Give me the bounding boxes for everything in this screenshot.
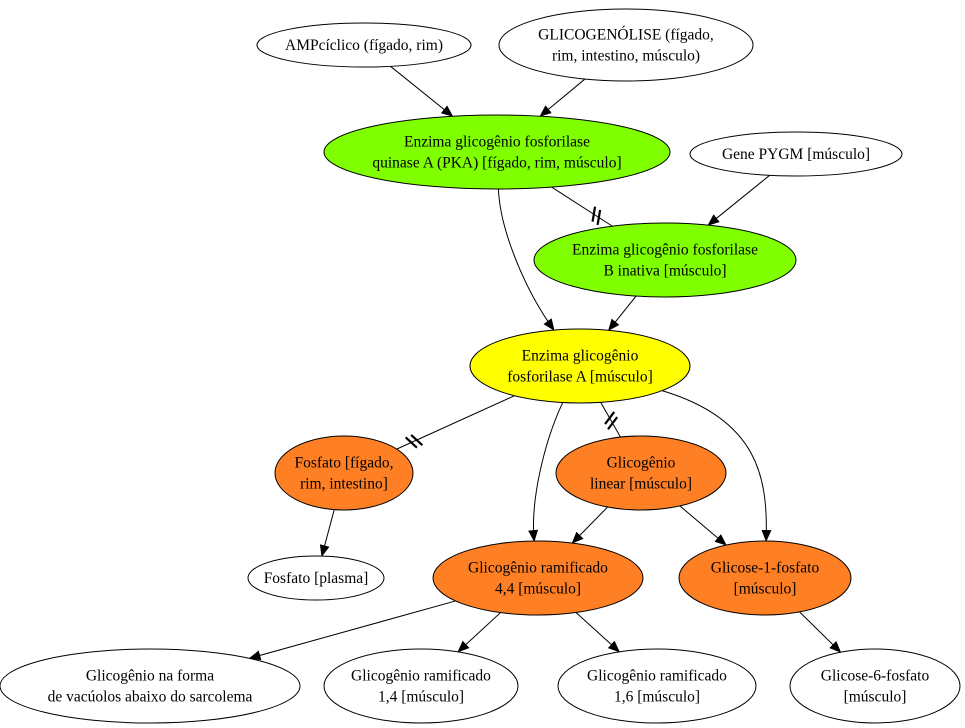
node-fosforilase-a: Enzima glicogênio fosforilase A [músculo] [469,328,691,404]
edge-pka-to-fosforilase_a [497,188,555,331]
node-shape [555,435,727,511]
edge-glicogenio_ram44-to-vacuolos [248,600,456,661]
node-fosfato-plasma: Fosfato [plasma] [247,555,385,601]
node-glicogenio-ram14: Glicogênio ramificado 1,4 [músculo] [323,648,519,724]
node-fosfato-figado: Fosfato [fígado, rim, intestino] [274,435,414,511]
node-glicose1f: Glicose-1-fosfato [músculo] [678,540,852,616]
edge-ampciclico-to-pka [390,65,454,117]
node-label: Glicose-6-fosfato [821,668,930,685]
edge-pygm-to-fosforilase_b [707,174,770,226]
node-label: rim, intestino, músculo) [552,48,700,65]
node-label: Enzima glicogênio [522,348,639,365]
edge-fosfato_figado-to-fosfato_plasma [319,509,335,558]
edge-glicose1f-to-glicose6f [799,611,842,653]
node-shape [274,435,414,511]
node-label: Enzima glicogênio fosforilase [572,242,758,259]
edge-glicogenio_linear-to-glicogenio_ram44 [571,506,608,544]
node-vacuolos: Glicogênio na forma de vacúolos abaixo do… [0,648,301,724]
edge-glicogenio_linear-to-glicose1f [679,505,727,546]
node-shape [557,648,757,724]
node-label: quinase A (PKA) [fígado, rim, músculo] [372,155,621,172]
edge-fosforilase_a-to-glicogenio_ram44 [528,402,564,543]
inhibition-bar [596,209,602,226]
node-glicose6f: Glicose-6-fosfato [músculo] [789,648,961,724]
inhibition-bar [410,434,424,446]
node-label: B inativa [músculo] [603,263,726,280]
inhibition-bar [604,411,616,425]
node-shape [323,648,519,724]
inhibition-bar [591,206,597,222]
node-glicogenio-linear: Glicogênio linear [músculo] [555,435,727,511]
node-label: AMPcíclico (fígado, rim) [285,37,443,54]
node-label: [músculo] [844,689,907,706]
node-ampciclico: AMPcíclico (fígado, rim) [256,22,472,68]
node-label: 4,4 [músculo] [495,581,581,598]
edge-fosforilase_a-to-glicose1f [661,390,772,543]
node-label: de vacúolos abaixo do sarcolema [48,689,253,706]
inhibition-bar [404,436,418,449]
node-label: Glicogênio ramificado [587,668,727,685]
node-label: linear [músculo] [590,476,692,493]
node-shape [469,328,691,404]
edge-fosforilase_b-to-fosforilase_a [608,295,637,332]
node-label: Glicogênio ramificado [351,668,491,685]
node-pka: Enzima glicogênio fosforilase quinase A (… [323,114,671,190]
edge-fosforilase_a-to-glicogenio_linear [600,402,621,438]
node-label: 1,4 [músculo] [378,689,464,706]
edge-glicogenio_ram44-to-glicogenio_ram16 [575,612,621,653]
node-label: 1,6 [músculo] [614,689,700,706]
node-label: [músculo] [734,581,797,598]
edge-pka-to-fosforilase_b [551,186,613,227]
node-fosforilase-b: Enzima glicogênio fosforilase B inativa [… [533,222,797,298]
edge-glicogenio_ram44-to-glicogenio_ram14 [457,612,501,653]
node-shape [533,222,797,298]
node-label: Enzima glicogênio fosforilase [404,134,590,151]
node-glicogenio-ram44: Glicogênio ramificado 4,4 [músculo] [432,540,644,616]
node-label: Gene PYGM [músculo] [722,146,870,163]
node-label: Glicogênio [607,455,676,472]
node-shape [498,8,754,82]
node-glicogenio-ram16: Glicogênio ramificado 1,6 [músculo] [557,648,757,724]
node-shape [0,648,301,724]
edge-glicogenolise-to-pka [539,78,586,117]
node-shape [256,22,472,68]
node-shape [247,555,385,601]
node-shape [789,648,961,724]
node-shape [323,114,671,190]
node-label: Glicose-1-fosfato [711,560,820,577]
edge-fosforilase_a-to-fosfato_figado [396,395,515,450]
node-shape [689,131,903,177]
node-label: rim, intestino] [300,476,388,493]
node-shape [678,540,852,616]
node-label: Glicogênio ramificado [468,560,608,577]
node-label: Fosfato [plasma] [264,570,369,587]
node-pygm: Gene PYGM [músculo] [689,131,903,177]
inhibition-bar [607,416,619,430]
node-label: Glicogênio na forma [86,668,214,685]
node-label: fosforilase A [músculo] [507,369,653,386]
node-glicogenolise: GLICOGENÓLISE (fígado, rim, intestino, mú… [498,8,754,82]
node-shape [432,540,644,616]
node-label: Fosfato [fígado, [294,455,393,472]
node-label: GLICOGENÓLISE (fígado, [538,27,714,44]
